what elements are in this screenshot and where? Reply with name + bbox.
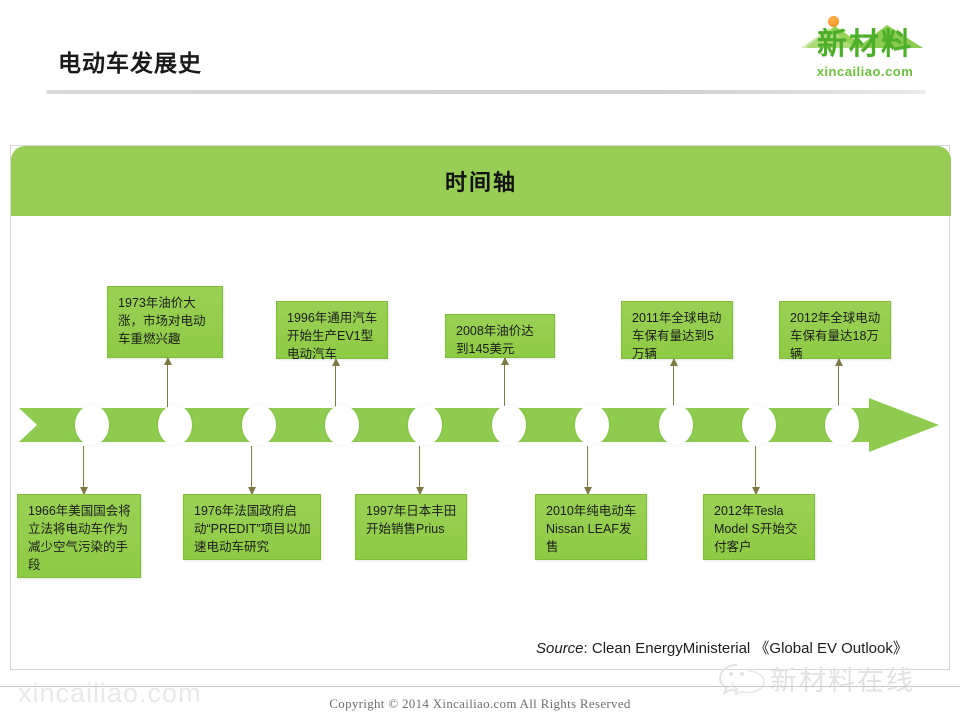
connector-below-4	[583, 446, 593, 495]
watermark-left: xincailiao.com	[18, 678, 202, 708]
connector-above-1	[163, 357, 173, 410]
logo-sun-dot-icon	[828, 16, 839, 27]
connector-above-3	[500, 357, 510, 410]
timeline-node-5[interactable]	[408, 405, 442, 445]
connector-stem	[755, 446, 757, 494]
source-text: : Clean EnergyMinisterial 《Global EV Out…	[583, 640, 908, 657]
event-box-below-5[interactable]: 2012年Tesla Model S开始交付客户	[703, 494, 815, 560]
source-label: Source	[536, 640, 584, 657]
connector-above-2	[331, 358, 341, 410]
title-divider	[46, 90, 926, 94]
event-box-below-1[interactable]: 1966年美国国会将立法将电动车作为减少空气污染的手段	[17, 494, 141, 578]
footer-copyright: Copyright © 2014 Xincailiao.com All Righ…	[329, 696, 631, 711]
connector-above-4	[669, 358, 679, 410]
connector-above-5	[834, 358, 844, 410]
wechat-icon	[718, 664, 765, 695]
connector-below-1	[79, 446, 89, 495]
timeline-node-3[interactable]	[242, 405, 276, 445]
event-box-below-4[interactable]: 2010年纯电动车Nissan LEAF发售	[535, 494, 647, 560]
connector-below-2	[247, 446, 257, 495]
timeline-node-4[interactable]	[325, 405, 359, 445]
connector-arrowhead-down-icon	[248, 487, 256, 495]
connector-stem	[167, 358, 169, 410]
connector-arrowhead-down-icon	[416, 487, 424, 495]
event-box-above-5[interactable]: 2012年全球电动车保有量达18万辆	[779, 301, 891, 361]
connector-below-5	[751, 446, 761, 495]
timeline-node-10[interactable]	[825, 405, 859, 445]
event-box-below-2[interactable]: 1976年法国政府启动“PREDIT”项目以加速电动车研究	[183, 494, 321, 560]
timeline-node-2[interactable]	[158, 405, 192, 445]
connector-arrowhead-up-icon	[332, 358, 340, 366]
connector-stem	[587, 446, 589, 494]
connector-stem	[504, 358, 506, 410]
timeline-node-7[interactable]	[575, 405, 609, 445]
connector-below-3	[415, 446, 425, 495]
page-title: 电动车发展史	[58, 50, 202, 76]
source-note: Source: Clean EnergyMinisterial 《Global …	[536, 637, 908, 658]
connector-arrowhead-up-icon	[835, 358, 843, 366]
connector-arrowhead-up-icon	[670, 358, 678, 366]
event-box-above-3[interactable]: 2008年油价达到145美元	[445, 314, 555, 358]
logo-roof-icon	[801, 25, 923, 48]
connector-stem	[419, 446, 421, 494]
connector-stem	[251, 446, 253, 494]
connector-arrowhead-down-icon	[752, 487, 760, 495]
event-box-below-3[interactable]: 1997年日本丰田开始销售Prius	[355, 494, 467, 560]
panel-banner-title: 时间轴	[444, 170, 517, 195]
timeline-panel: 时间轴 1973年油价大涨，市场对电动车重燃兴趣 1996年通用汽车开始生产EV…	[10, 145, 951, 670]
connector-stem	[335, 359, 337, 410]
panel-banner: 时间轴	[11, 146, 951, 216]
timeline-node-6[interactable]	[492, 405, 526, 445]
timeline-arrow-shape	[19, 398, 939, 452]
footer-divider	[0, 686, 960, 687]
connector-arrowhead-down-icon	[584, 487, 592, 495]
connector-stem	[83, 446, 85, 494]
connector-stem	[838, 359, 840, 410]
watermark-right-text: 新材料在线	[770, 666, 915, 696]
logo-chinese-name: 新材料	[817, 28, 913, 61]
event-box-above-1[interactable]: 1973年油价大涨，市场对电动车重燃兴趣	[107, 286, 223, 358]
connector-arrowhead-up-icon	[501, 357, 509, 365]
timeline-node-8[interactable]	[659, 405, 693, 445]
connector-arrowhead-up-icon	[164, 357, 172, 365]
timeline-node-1[interactable]	[75, 405, 109, 445]
brand-logo: 新材料 xincailiao.com	[795, 12, 935, 88]
logo-url-text: xincailiao.com	[816, 64, 914, 79]
timeline-arrow-band	[19, 398, 939, 452]
event-box-above-2[interactable]: 1996年通用汽车开始生产EV1型电动汽车	[276, 301, 388, 361]
event-box-above-4[interactable]: 2011年全球电动车保有量达到5万辆	[621, 301, 733, 361]
timeline-node-9[interactable]	[742, 405, 776, 445]
connector-stem	[673, 359, 675, 410]
watermark-right: 新材料在线	[718, 655, 948, 699]
connector-arrowhead-down-icon	[80, 487, 88, 495]
